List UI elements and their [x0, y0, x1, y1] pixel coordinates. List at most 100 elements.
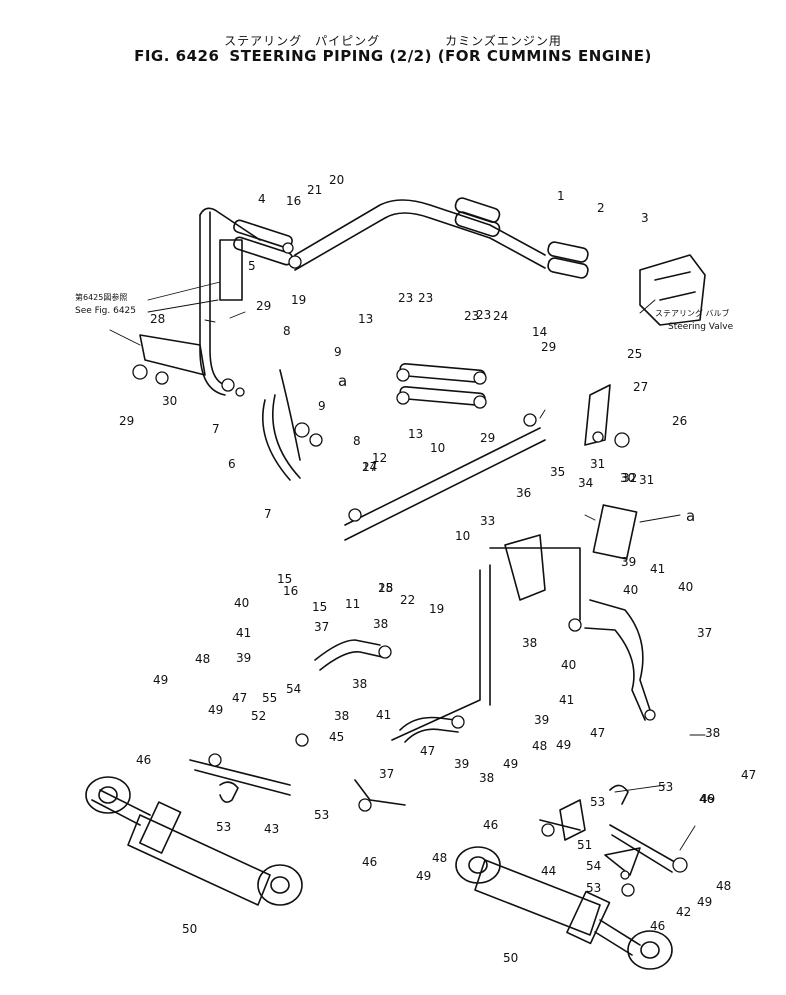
- callout-number: 12: [372, 451, 387, 465]
- fitting: [523, 413, 537, 427]
- callout-number: 10: [455, 529, 470, 543]
- callout-number: 49: [208, 703, 223, 717]
- cylinder-eye: [85, 776, 131, 814]
- cylinder-end: [257, 864, 303, 906]
- fitting: [348, 508, 362, 522]
- callout-number: 53: [658, 780, 673, 794]
- pipe-42: [609, 824, 681, 866]
- callout-number: 47: [590, 726, 605, 740]
- cylinder-right: [474, 859, 601, 936]
- callout-number: 44: [541, 864, 556, 878]
- callout-layer: 1234567788991010111213131415151616171819…: [119, 173, 756, 965]
- callout-number: 41: [559, 693, 574, 707]
- fitting: [309, 433, 323, 447]
- pipe: [199, 214, 226, 396]
- callout-number: 46: [699, 792, 714, 806]
- steering-valve-detail: [654, 271, 696, 301]
- callout-number: 6: [228, 457, 236, 471]
- callout-number: 31: [590, 457, 605, 471]
- callout-number: 27: [633, 380, 648, 394]
- callout-number: 50: [182, 922, 197, 936]
- callout-number: 34: [578, 476, 593, 490]
- callout-number: 38: [373, 617, 388, 631]
- cylinder-end: [455, 846, 501, 884]
- callout-number: 40: [234, 596, 249, 610]
- callout-number: 24: [493, 309, 508, 323]
- callout-number: 53: [586, 881, 601, 895]
- callout-number: 7: [264, 507, 272, 521]
- callout-number: 52: [251, 709, 266, 723]
- callout-number: 55: [262, 691, 277, 705]
- callout-number: 37: [697, 626, 712, 640]
- callout-number: 45: [329, 730, 344, 744]
- pipe: [391, 569, 481, 741]
- callout-number: 24: [362, 460, 377, 474]
- hose-37: [319, 651, 383, 671]
- pipe-11: [344, 427, 541, 526]
- hose-6: [262, 394, 301, 481]
- hose-37: [314, 639, 381, 661]
- callout-number: 42: [676, 905, 691, 919]
- hose: [233, 219, 293, 249]
- callout-number: 26: [672, 414, 687, 428]
- hose-37c: [399, 716, 456, 731]
- connection-mark-a-right: a: [686, 507, 695, 525]
- fitting: [235, 387, 245, 397]
- callout-number: 49: [697, 895, 712, 909]
- figure-number: FIG. 6426: [134, 47, 220, 65]
- callout-number: 39: [454, 757, 469, 771]
- pipe-45: [354, 779, 406, 806]
- hose: [399, 362, 486, 384]
- callout-number: 28: [150, 312, 165, 326]
- hose-37b: [589, 599, 651, 711]
- callout-number: 43: [264, 822, 279, 836]
- callout-number: 48: [716, 879, 731, 893]
- callout-number: 46: [362, 855, 377, 869]
- figure-title: STEERING PIPING (2/2) (FOR CUMMINS ENGIN…: [229, 47, 652, 65]
- callout-number: 46: [136, 753, 151, 767]
- callout-number: 29: [541, 340, 556, 354]
- nut: [614, 432, 630, 448]
- hose-37c: [404, 728, 459, 743]
- callout-number: 3: [641, 211, 649, 225]
- bracket: [139, 334, 206, 376]
- leader-lines: [109, 281, 706, 851]
- pipe-42: [611, 834, 673, 873]
- callout-number: 2: [597, 201, 605, 215]
- callout-number: 38: [705, 726, 720, 740]
- callout-number: 31: [639, 473, 654, 487]
- callout-number: 9: [334, 345, 342, 359]
- callout-number: 16: [283, 584, 298, 598]
- callout-number: 22: [400, 593, 415, 607]
- connection-mark-a-left: a: [338, 372, 347, 390]
- hose: [454, 197, 501, 224]
- clip: [604, 847, 641, 876]
- steering-valve-label-en: Steering Valve: [668, 322, 734, 332]
- callout-number: 23: [476, 308, 491, 322]
- fitting: [221, 378, 235, 392]
- cylinder-end: [270, 876, 290, 894]
- cylinder-eye: [640, 941, 660, 959]
- callout-number: 30: [162, 394, 177, 408]
- bracket-plate: [219, 239, 243, 301]
- callout-number: 53: [216, 820, 231, 834]
- callout-number: 49: [503, 757, 518, 771]
- callout-number: 23: [464, 309, 479, 323]
- callout-number: 48: [532, 739, 547, 753]
- nut: [621, 883, 635, 897]
- fitting: [396, 368, 410, 382]
- fitting: [282, 242, 294, 254]
- pipe-44: [539, 819, 581, 831]
- callout-number: 51: [577, 838, 592, 852]
- hose-37b: [584, 627, 646, 721]
- fitting: [541, 823, 555, 837]
- callout-number: 46: [483, 818, 498, 832]
- callout-number: 49: [153, 673, 168, 687]
- callout-number: 15: [277, 572, 292, 586]
- fitting: [358, 798, 372, 812]
- fitting: [473, 371, 487, 385]
- callout-number: 20: [329, 173, 344, 187]
- callout-number: 8: [283, 324, 291, 338]
- callout-number: 1: [557, 189, 565, 203]
